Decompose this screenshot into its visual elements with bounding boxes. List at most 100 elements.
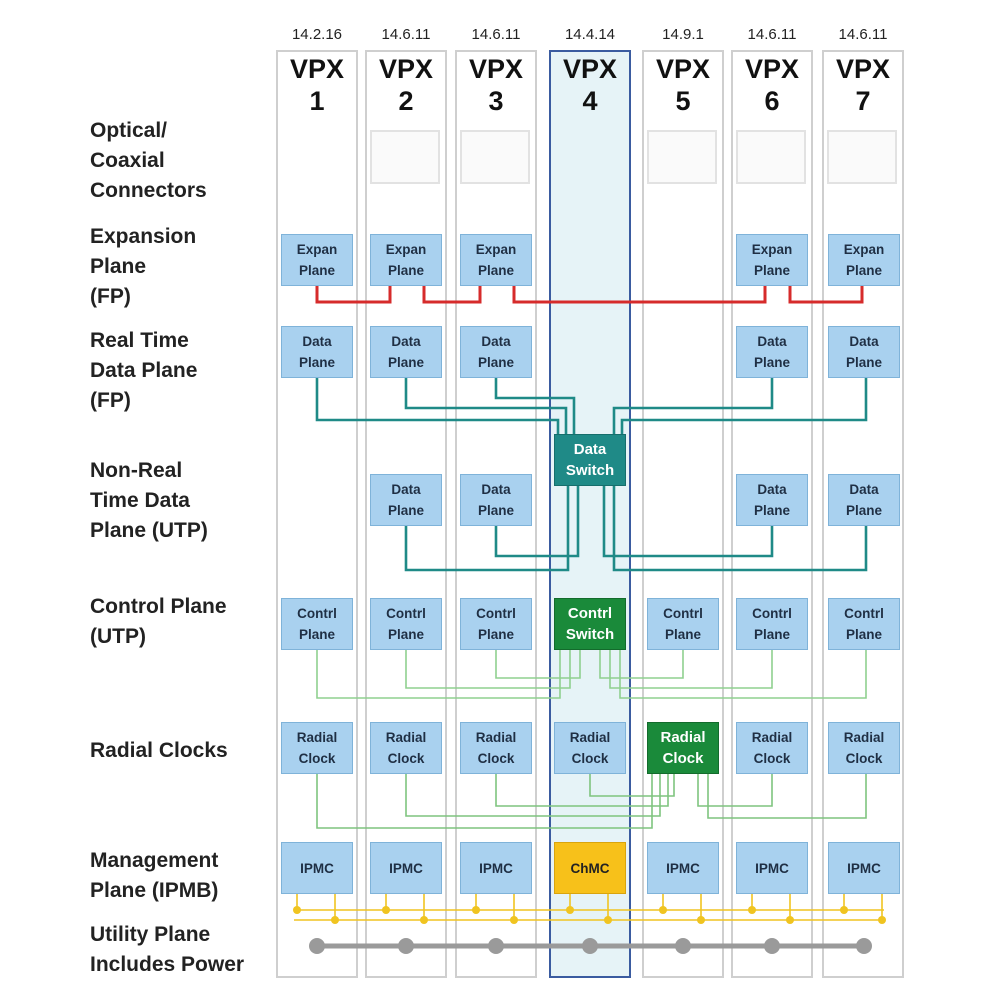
- control-plane-block: Contrl Plane: [460, 598, 532, 650]
- radial-clock-block: Radial Clock: [281, 722, 353, 774]
- slot-5: [642, 50, 724, 978]
- ipmc-block: IPMC: [281, 842, 353, 894]
- ipmb-node: [331, 916, 339, 924]
- data-link: [620, 378, 868, 434]
- control-link: [619, 650, 867, 699]
- slot-version: 14.6.11: [471, 26, 521, 43]
- optical-connector: [827, 130, 897, 184]
- ipmb-node: [510, 916, 518, 924]
- optical-connector: [370, 130, 440, 184]
- clock-link: [589, 774, 675, 797]
- row-label-utility: Utility Plane Includes Power: [90, 923, 245, 976]
- data-link: [404, 378, 568, 434]
- data-link: [494, 486, 580, 558]
- ipmb-node: [604, 916, 612, 924]
- data-link: [315, 378, 560, 434]
- clock-link: [697, 774, 773, 807]
- slot-4: [549, 50, 631, 978]
- slot-version: 14.6.11: [838, 26, 888, 43]
- row-label-clocks: Radial Clocks: [90, 739, 228, 762]
- slot-number: 1: [309, 86, 325, 116]
- chmc-block: ChMC: [554, 842, 626, 894]
- slot-version: 14.9.1: [662, 26, 704, 43]
- power-node: [675, 938, 691, 954]
- slot-number: 5: [675, 86, 691, 116]
- expansion-plane-block: Expan Plane: [828, 234, 900, 286]
- ipmb-node: [420, 916, 428, 924]
- data-link: [602, 486, 774, 558]
- expansion-link: [788, 286, 864, 304]
- data-link: [612, 486, 868, 572]
- slot-version: 14.4.14: [564, 26, 616, 43]
- control-link: [599, 650, 684, 679]
- data-plane-block: Data Plane: [828, 474, 900, 526]
- ipmc-block: IPMC: [460, 842, 532, 894]
- control-link: [316, 650, 561, 699]
- ipmb-node: [748, 906, 756, 914]
- slot-version: 14.2.16: [291, 26, 343, 43]
- data-link: [494, 378, 576, 434]
- data-plane-block: Data Plane: [281, 326, 353, 378]
- optical-connector: [736, 130, 806, 184]
- control-plane-block: Contrl Plane: [370, 598, 442, 650]
- control-switch-block: Contrl Switch: [554, 598, 626, 650]
- radial-clock-source-block: Radial Clock: [647, 722, 719, 774]
- row-label-control: Control Plane (UTP): [90, 595, 227, 648]
- row-label-expansion: Expansion Plane (FP): [90, 225, 197, 308]
- ipmb-node: [659, 906, 667, 914]
- radial-clock-block: Radial Clock: [370, 722, 442, 774]
- data-plane-block: Data Plane: [370, 326, 442, 378]
- expansion-link: [512, 286, 767, 304]
- ipmb-node: [840, 906, 848, 914]
- slot-number: 4: [582, 86, 598, 116]
- ipmb-node: [382, 906, 390, 914]
- clock-link: [405, 774, 661, 817]
- slot-name: VPX: [562, 54, 618, 84]
- row-label-management: Management Plane (IPMB): [90, 849, 219, 902]
- control-plane-block: Contrl Plane: [736, 598, 808, 650]
- control-link: [405, 650, 571, 689]
- slot-name: VPX: [835, 54, 891, 84]
- expansion-link: [422, 286, 482, 304]
- radial-clock-block: Radial Clock: [554, 722, 626, 774]
- radial-clock-block: Radial Clock: [736, 722, 808, 774]
- expansion-link: [315, 286, 392, 304]
- data-plane-block: Data Plane: [460, 326, 532, 378]
- ipmb-node: [786, 916, 794, 924]
- data-plane-block: Data Plane: [460, 474, 532, 526]
- control-link: [495, 650, 581, 679]
- expansion-plane-block: Expan Plane: [460, 234, 532, 286]
- control-link: [609, 650, 773, 689]
- slot-name: VPX: [655, 54, 711, 84]
- data-plane-block: Data Plane: [370, 474, 442, 526]
- ipmc-block: IPMC: [370, 842, 442, 894]
- slot-number: 6: [764, 86, 780, 116]
- power-node: [488, 938, 504, 954]
- expansion-plane-block: Expan Plane: [281, 234, 353, 286]
- radial-clock-block: Radial Clock: [828, 722, 900, 774]
- slot-name: VPX: [378, 54, 434, 84]
- slot-number: 2: [398, 86, 414, 116]
- data-plane-block: Data Plane: [736, 326, 808, 378]
- slot-name: VPX: [468, 54, 524, 84]
- data-switch-block: Data Switch: [554, 434, 626, 486]
- power-node: [309, 938, 325, 954]
- clock-link: [495, 774, 669, 807]
- power-node: [764, 938, 780, 954]
- control-plane-block: Contrl Plane: [281, 598, 353, 650]
- clock-link: [316, 774, 653, 829]
- data-plane-block: Data Plane: [736, 474, 808, 526]
- slot-number: 3: [488, 86, 504, 116]
- optical-connector: [460, 130, 530, 184]
- control-plane-block: Contrl Plane: [647, 598, 719, 650]
- optical-connector: [647, 130, 717, 184]
- clock-link: [707, 774, 867, 819]
- data-plane-block: Data Plane: [828, 326, 900, 378]
- expansion-plane-block: Expan Plane: [736, 234, 808, 286]
- expansion-plane-block: Expan Plane: [370, 234, 442, 286]
- power-node: [856, 938, 872, 954]
- power-node: [398, 938, 414, 954]
- ipmc-block: IPMC: [736, 842, 808, 894]
- ipmb-node: [566, 906, 574, 914]
